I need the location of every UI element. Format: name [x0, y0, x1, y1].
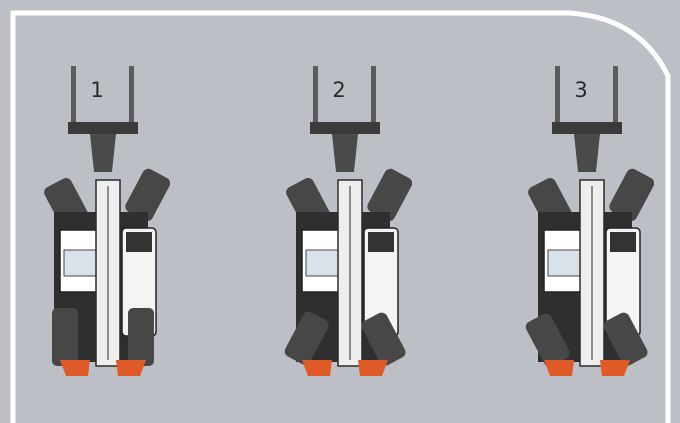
machine-all-wheel-steer-icon	[525, 66, 654, 376]
steering-panel-3: 3	[514, 60, 654, 390]
machine-front-steer-icon	[44, 66, 170, 376]
steering-panel-2: 2	[272, 60, 412, 390]
panel-2-label: 2	[332, 78, 346, 102]
machine-crab-steer-icon	[284, 66, 412, 376]
panel-1-label: 1	[90, 78, 104, 102]
steering-panel-1: 1	[30, 60, 170, 390]
panel-3-label: 3	[574, 78, 588, 102]
